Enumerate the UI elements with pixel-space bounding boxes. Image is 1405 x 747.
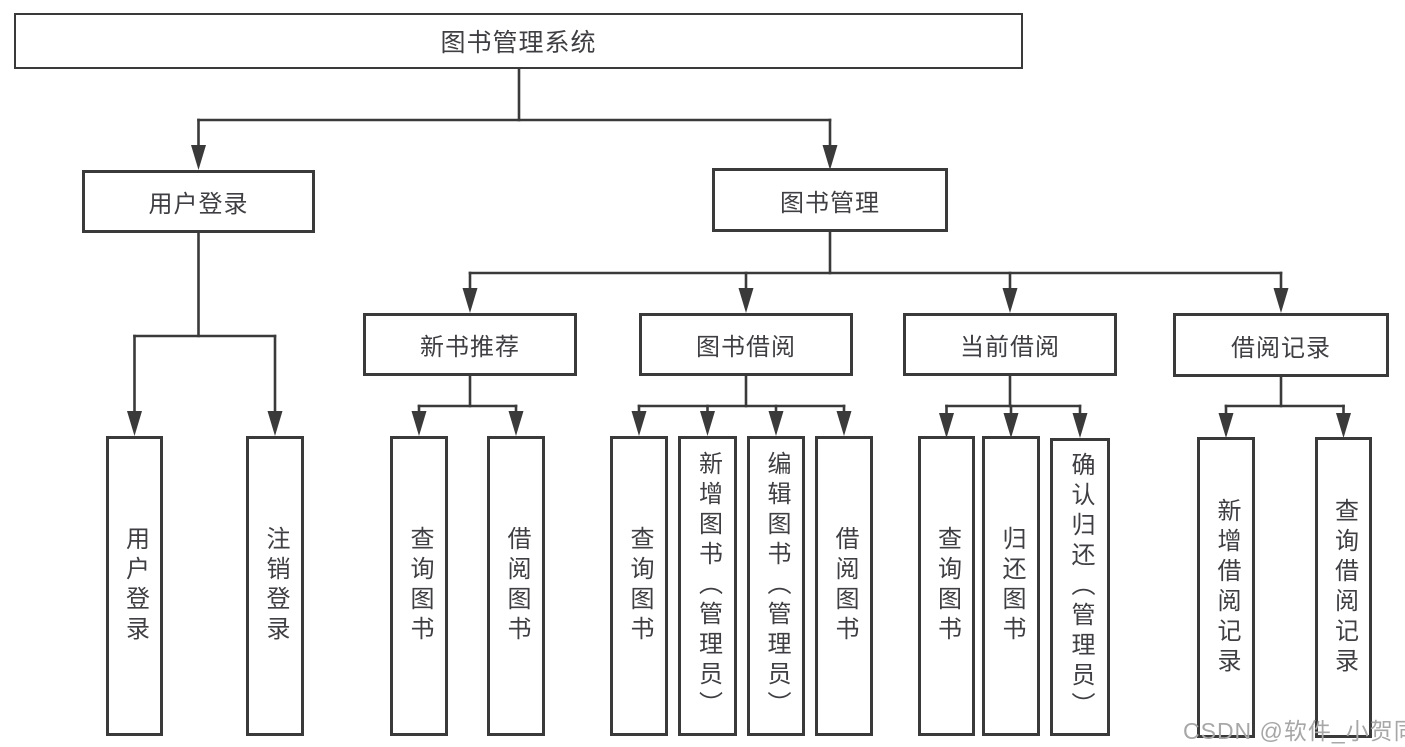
- node-label-leaf-bb-query-book: 查询图书: [626, 526, 653, 646]
- node-book-borrow: 图书借阅: [639, 313, 853, 376]
- node-borrow-record: 借阅记录: [1173, 313, 1389, 377]
- node-label-leaf-rec-query-book: 查询图书: [406, 526, 433, 646]
- node-label-current-borrow: 当前借阅: [960, 334, 1060, 361]
- node-label-leaf-bb-borrow-book: 借阅图书: [831, 526, 858, 646]
- node-label-leaf-user-login: 用户登录: [121, 526, 149, 646]
- node-label-leaf-bb-add-book: 新增图书（管理员）: [694, 451, 722, 721]
- node-label-book-mgmt: 图书管理: [780, 189, 880, 217]
- node-leaf-logout: 注销登录: [246, 436, 304, 736]
- node-label-user-login: 用户登录: [148, 191, 249, 218]
- node-label-leaf-bb-edit-book: 编辑图书（管理员）: [763, 451, 790, 721]
- node-leaf-bb-edit-book: 编辑图书（管理员）: [747, 436, 805, 736]
- node-leaf-bb-borrow-book: 借阅图书: [815, 436, 873, 736]
- node-label-root: 图书管理系统: [440, 29, 597, 57]
- node-label-new-book-rec: 新书推荐: [420, 334, 520, 361]
- node-leaf-br-query-record: 查询借阅记录: [1315, 437, 1372, 738]
- node-leaf-cb-query-book: 查询图书: [918, 436, 975, 736]
- node-label-leaf-rec-borrow-book: 借阅图书: [503, 526, 530, 646]
- node-label-leaf-logout: 注销登录: [262, 526, 289, 646]
- node-new-book-rec: 新书推荐: [363, 313, 577, 376]
- node-leaf-rec-query-book: 查询图书: [390, 436, 448, 736]
- node-label-book-borrow: 图书借阅: [696, 334, 796, 361]
- node-label-leaf-cb-query-book: 查询图书: [933, 526, 961, 646]
- watermark-text: CSDN @软件_小贺同学: [1183, 718, 1405, 744]
- node-leaf-br-add-record: 新增借阅记录: [1197, 437, 1255, 738]
- node-book-mgmt: 图书管理: [712, 168, 948, 232]
- node-label-leaf-br-query-record: 查询借阅记录: [1330, 497, 1358, 678]
- node-leaf-rec-borrow-book: 借阅图书: [487, 436, 545, 736]
- node-label-leaf-br-add-record: 新增借阅记录: [1213, 497, 1240, 678]
- node-label-leaf-cb-return-book: 归还图书: [998, 526, 1025, 646]
- node-root: 图书管理系统: [14, 13, 1023, 69]
- node-label-leaf-cb-confirm: 确认归还（管理员）: [1067, 452, 1094, 722]
- node-user-login: 用户登录: [82, 170, 315, 233]
- node-current-borrow: 当前借阅: [903, 313, 1117, 376]
- node-leaf-bb-query-book: 查询图书: [610, 436, 668, 736]
- node-leaf-bb-add-book: 新增图书（管理员）: [678, 436, 737, 736]
- node-leaf-cb-confirm: 确认归还（管理员）: [1050, 438, 1110, 736]
- node-leaf-user-login: 用户登录: [106, 436, 163, 736]
- node-leaf-cb-return-book: 归还图书: [982, 436, 1040, 736]
- node-label-borrow-record: 借阅记录: [1231, 334, 1331, 362]
